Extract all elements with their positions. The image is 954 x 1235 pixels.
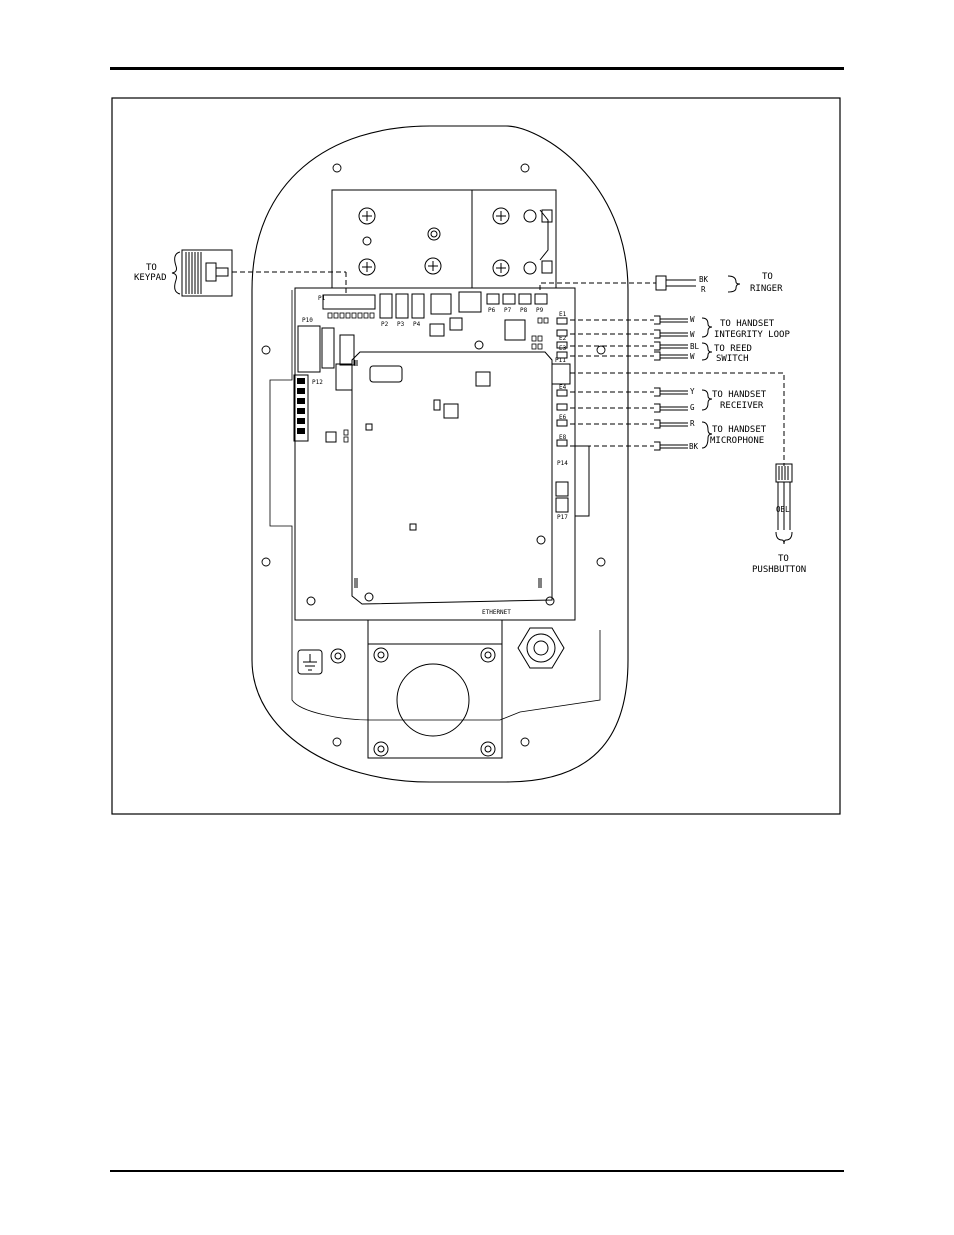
label-e2: E2	[559, 335, 567, 342]
top-rule	[110, 67, 844, 70]
label-p4: P4	[413, 321, 421, 328]
label-microphone-2: MICROPHONE	[710, 436, 764, 446]
label-p1: P1	[318, 295, 326, 302]
label-p3: P3	[397, 321, 405, 328]
keypad-connector	[171, 249, 233, 297]
label-p11: P11	[555, 357, 566, 364]
wire-code-ringer-bk: BK	[699, 275, 709, 284]
label-receiver-1: TO HANDSET	[712, 390, 767, 400]
diagram-frame	[111, 97, 841, 815]
wire-code-w2: W	[690, 330, 695, 339]
label-to-keypad-2: KEYPAD	[134, 273, 167, 283]
mounting-contour	[269, 290, 601, 721]
label-p6: P6	[488, 307, 496, 314]
label-p2: P2	[381, 321, 389, 328]
label-pushbutton-2: PUSHBUTTON	[752, 565, 806, 575]
wire-code-pushbutton: OBL	[776, 505, 790, 514]
wire-code-bk: BK	[689, 442, 699, 451]
terminal-block	[297, 378, 305, 434]
label-e1: E1	[559, 311, 567, 318]
handset-harness	[556, 315, 713, 451]
main-pcb	[293, 287, 590, 621]
label-e4: E4	[559, 384, 567, 391]
label-p8: P8	[520, 307, 528, 314]
mounting-holes	[261, 163, 606, 747]
label-reed-2: SWITCH	[716, 354, 749, 364]
label-p17: P17	[557, 514, 568, 521]
label-integrity-2: INTEGRITY LOOP	[714, 330, 790, 340]
label-integrity-1: TO HANDSET	[720, 319, 775, 329]
label-receiver-2: RECEIVER	[720, 401, 764, 411]
label-pushbutton-1: TO	[778, 554, 789, 564]
wire-code-bl: BL	[690, 342, 700, 351]
label-microphone-1: TO HANDSET	[712, 425, 767, 435]
wire-code-w3: W	[690, 352, 695, 361]
label-p12: P12	[312, 379, 323, 386]
label-p10: P10	[302, 317, 313, 324]
label-e6: E6	[559, 414, 567, 421]
upper-bracket	[331, 189, 557, 289]
bottom-rule	[110, 1170, 844, 1172]
label-p9: P9	[536, 307, 544, 314]
label-e8: E8	[559, 434, 567, 441]
wire-code-ringer-r: R	[701, 285, 706, 294]
label-ethernet: ETHERNET	[482, 609, 511, 616]
wire-code-r: R	[690, 419, 695, 428]
label-p14: P14	[557, 460, 568, 467]
label-e3: E3	[559, 345, 567, 352]
label-to-ringer-2: RINGER	[750, 284, 783, 294]
lower-assembly	[297, 619, 565, 759]
wire-code-y: Y	[690, 387, 695, 396]
ringer-connector	[655, 275, 741, 293]
processor-module	[351, 351, 553, 605]
wire-code-g: G	[690, 403, 695, 412]
label-to-ringer-1: TO	[762, 272, 773, 282]
label-p7: P7	[504, 307, 512, 314]
label-to-keypad-1: TO	[146, 263, 157, 273]
wire-code-w1: W	[690, 315, 695, 324]
enclosure-outline	[251, 125, 629, 783]
pushbutton-connector	[570, 372, 793, 545]
label-reed-1: TO REED	[714, 344, 752, 354]
ringer-wire	[539, 282, 656, 290]
